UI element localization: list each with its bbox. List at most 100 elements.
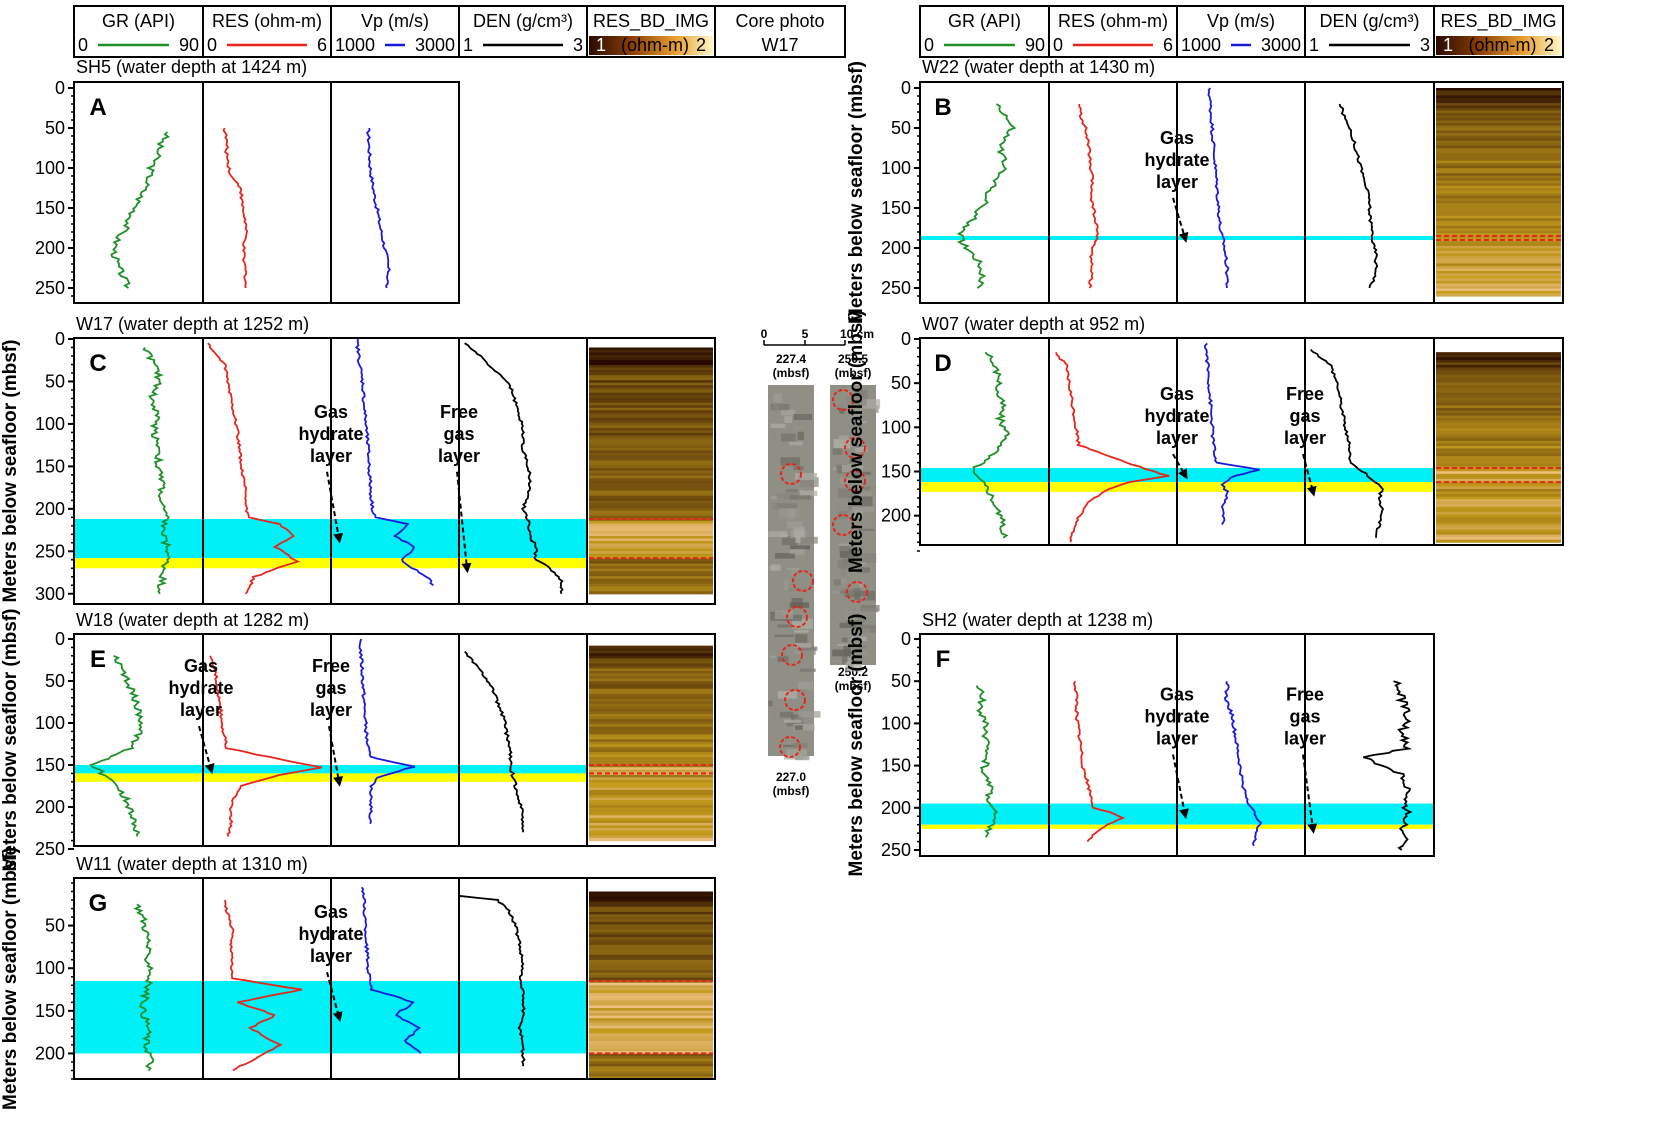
- image-log-stripe: [589, 782, 713, 786]
- image-log-stripe: [589, 708, 713, 713]
- image-log-stripe: [589, 1020, 713, 1024]
- y-tick-label: 150: [35, 456, 65, 476]
- image-log-stripe: [589, 1068, 713, 1072]
- y-tick-label: 0: [55, 78, 65, 98]
- annotation-text: gas: [1289, 707, 1320, 727]
- image-log-stripe: [589, 475, 713, 479]
- y-tick-label: 200: [881, 798, 911, 818]
- legend-name: DEN (g/cm³): [1320, 11, 1420, 31]
- image-log-stripe: [1436, 473, 1561, 477]
- image-log-stripe: [1436, 466, 1561, 470]
- vp-log-curve: [358, 638, 416, 825]
- core-texture: [849, 459, 859, 464]
- image-log-stripe: [589, 515, 713, 519]
- image-log-stripe: [1436, 288, 1561, 292]
- annotation-text: layer: [1284, 729, 1326, 749]
- image-log-stripe: [589, 1033, 713, 1037]
- gr-log-curve: [976, 685, 999, 838]
- image-log-stripe: [1436, 123, 1561, 127]
- core-texture: [795, 473, 817, 481]
- legend-min: 0: [924, 35, 934, 55]
- panel-D: W07 (water depth at 952 m)050100150200DM…: [846, 310, 1564, 573]
- core-texture: [840, 578, 847, 584]
- image-log-stripe: [589, 493, 713, 497]
- image-log-stripe: [1436, 95, 1561, 99]
- image-log-stripe: [589, 505, 713, 509]
- core-texture: [793, 723, 815, 731]
- annotation-text: Free: [1286, 685, 1324, 705]
- image-log-stripe: [1436, 155, 1561, 159]
- image-log-stripe: [589, 734, 713, 738]
- image-log-stripe: [1436, 130, 1561, 134]
- annotation-text: layer: [1284, 428, 1326, 448]
- image-log-stripe: [589, 581, 713, 585]
- image-log-stripe: [1436, 133, 1561, 137]
- core-scale-label: 0: [761, 327, 768, 341]
- image-log-stripe: [589, 678, 713, 682]
- image-log-stripe: [589, 822, 713, 827]
- image-log-stripe: [589, 495, 713, 499]
- y-tick-label: 200: [881, 238, 911, 258]
- image-log-stripe: [589, 810, 713, 814]
- legend-name: GR (API): [102, 11, 175, 31]
- image-log-stripe: [589, 744, 713, 748]
- core-texture: [779, 711, 794, 718]
- y-tick-label: 150: [35, 1001, 65, 1021]
- legend-min: 1000: [335, 35, 375, 55]
- core-texture: [838, 543, 854, 546]
- image-log-stripe: [1436, 110, 1561, 114]
- image-log-stripe: [1436, 183, 1561, 187]
- image-log-stripe: [589, 450, 713, 454]
- hydrate-sample-marker: [832, 514, 854, 536]
- image-log-stripe: [589, 553, 713, 557]
- image-log-stripe: [589, 470, 713, 474]
- image-log-stripe: [589, 1018, 713, 1022]
- y-tick-label: 50: [45, 118, 65, 138]
- image-log-stripe: [1436, 273, 1561, 277]
- image-log-stripe: [589, 749, 713, 753]
- y-tick-label: 50: [891, 118, 911, 138]
- core-texture: [844, 645, 861, 650]
- image-log-stripe: [589, 835, 713, 839]
- image-log-stripe: [1436, 448, 1561, 452]
- core-texture: [839, 407, 845, 414]
- y-tick-label: 200: [35, 238, 65, 258]
- vp-log-curve: [366, 127, 391, 289]
- image-log-stripe: [589, 1058, 713, 1062]
- core-texture: [777, 656, 783, 662]
- annotation-text: Free: [440, 402, 478, 422]
- core-texture: [839, 545, 851, 554]
- y-tick-label: 200: [881, 506, 911, 526]
- image-log-stripe: [589, 568, 713, 572]
- core-texture: [839, 551, 856, 558]
- image-log-stripe: [589, 964, 713, 969]
- image-log-stripe: [1436, 354, 1561, 358]
- image-log-stripe: [589, 558, 713, 562]
- core-texture: [841, 464, 864, 473]
- image-log-stripe: [589, 407, 713, 411]
- image-log-stripe: [589, 701, 713, 705]
- image-log-stripe: [1436, 100, 1561, 104]
- core-texture: [779, 508, 800, 518]
- image-log-stripe: [1436, 120, 1561, 124]
- image-log-stripe: [589, 1030, 713, 1034]
- panel-B: W22 (water depth at 1430 m)0501001502002…: [846, 57, 1564, 324]
- image-log-stripe: [589, 736, 713, 740]
- image-log-stripe: [589, 442, 713, 447]
- core-texture: [840, 567, 847, 577]
- y-tick-label: 50: [45, 371, 65, 391]
- image-log-stripe: [1436, 178, 1561, 182]
- core-texture: [855, 447, 868, 453]
- image-log-stripe: [1436, 198, 1561, 202]
- core-texture: [794, 643, 812, 648]
- image-log-stripe: [589, 921, 713, 926]
- image-log-stripe: [1436, 375, 1561, 379]
- core-texture: [857, 420, 867, 424]
- image-log-stripe: [589, 412, 713, 416]
- core-texture: [858, 648, 868, 657]
- image-log-stripe: [589, 658, 713, 662]
- panel-frame: [73, 81, 460, 304]
- image-log-stripe: [589, 1005, 713, 1009]
